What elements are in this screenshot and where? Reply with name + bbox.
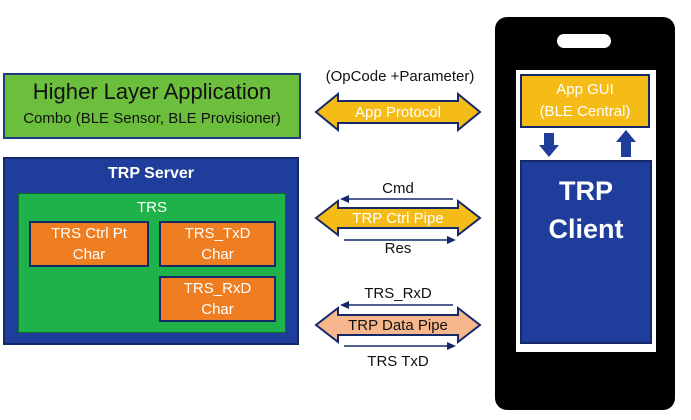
trs-txd-char: TRS_TxD Char — [159, 221, 276, 267]
down-arrow-icon — [539, 133, 559, 157]
trs-rxd-char: TRS_RxD Char — [159, 276, 276, 322]
res-label: Res — [384, 240, 412, 257]
trp-server-box: TRP Server TRS TRS Ctrl Pt Char TRS_TxD … — [3, 157, 299, 345]
app-protocol-label: App Protocol — [355, 103, 441, 121]
trp-client-line1: TRP — [559, 176, 613, 206]
trs-rxd-char-line2: Char — [201, 301, 234, 318]
app-gui-line1: App GUI — [556, 81, 614, 98]
trs-txd-char-line2: Char — [201, 246, 234, 263]
up-arrow-icon — [616, 130, 636, 157]
app-gui-line2: (BLE Central) — [539, 103, 631, 120]
phone-speaker — [557, 34, 611, 48]
higher-layer-application-box: Higher Layer Application Combo (BLE Sens… — [3, 73, 301, 139]
trp-client-box: TRP Client — [520, 160, 652, 344]
trs-rxd-label: TRS_RxD — [364, 285, 432, 302]
trs-box: TRS TRS Ctrl Pt Char TRS_TxD Char TRS_Rx… — [18, 193, 286, 333]
trp-client-line2: Client — [548, 214, 624, 244]
trs-rxd-arrow — [340, 301, 453, 309]
trp-ctrl-pipe-arrow — [314, 198, 482, 238]
trs-ctrl-pt-char-line2: Char — [72, 246, 106, 263]
trs-ctrl-pt-char-line1: TRS Ctrl Pt — [51, 225, 127, 242]
gui-client-arrows — [539, 130, 636, 157]
trs-txd-arrow — [344, 342, 456, 350]
trp-client-label: TRP Client — [522, 172, 650, 248]
trs-txd-char-line1: TRS_TxD — [184, 225, 251, 242]
trs-txd-label: TRS TxD — [367, 353, 429, 370]
trp-data-pipe-arrow — [314, 305, 482, 345]
trp-server-title: TRP Server — [108, 165, 194, 182]
higher-layer-subtitle: Combo (BLE Sensor, BLE Provisioner) — [23, 110, 281, 127]
app-protocol-above-label: (OpCode +Parameter) — [325, 68, 475, 85]
trs-rxd-char-line1: TRS_RxD — [183, 280, 252, 297]
higher-layer-title: Higher Layer Application — [32, 79, 272, 104]
trp-ctrl-pipe-label: TRP Ctrl Pipe — [352, 209, 444, 227]
cmd-arrow — [340, 195, 453, 203]
trp-data-pipe-label: TRP Data Pipe — [348, 316, 448, 334]
trs-ctrl-pt-char: TRS Ctrl Pt Char — [29, 221, 149, 267]
app-gui-box: App GUI (BLE Central) — [520, 74, 650, 128]
res-arrow — [344, 236, 456, 244]
trs-label: TRS — [137, 199, 167, 216]
cmd-label: Cmd — [382, 180, 414, 197]
app-protocol-arrow — [314, 91, 482, 133]
